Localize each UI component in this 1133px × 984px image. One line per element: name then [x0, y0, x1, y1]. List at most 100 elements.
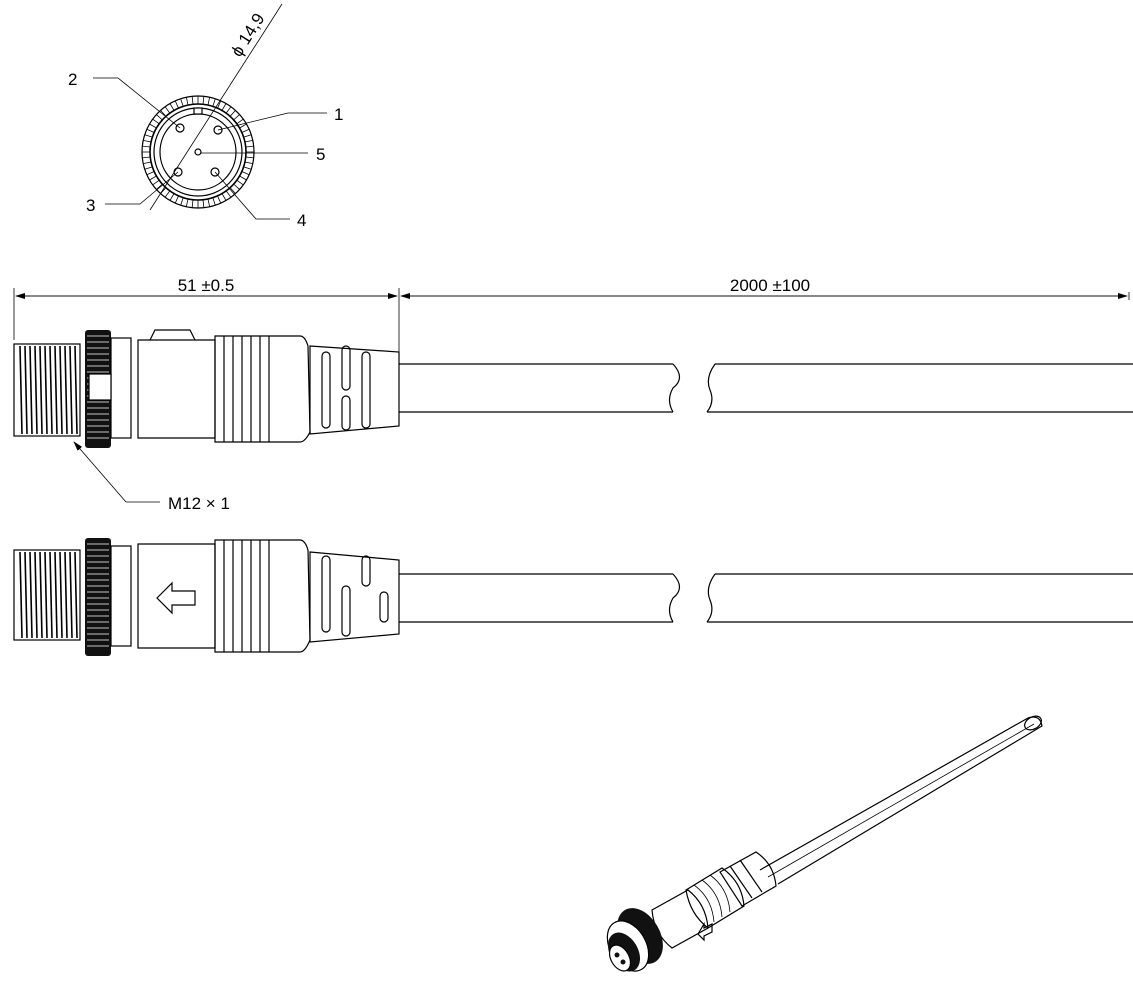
cable-break-right: [706, 363, 716, 413]
knurl-tick: [169, 193, 175, 201]
thread-line: [39, 551, 43, 639]
knurl-tick: [144, 134, 153, 138]
iso-direction-arrow-icon: [697, 921, 713, 942]
knurl-tick: [146, 171, 155, 176]
strain-relief-slot-3: [361, 555, 371, 587]
pin-1-label: 1: [334, 105, 343, 124]
knurl-tick: [229, 187, 236, 194]
iso-cable: [759, 716, 1043, 885]
strain-relief-slot-1: [321, 555, 331, 633]
thread-line: [19, 345, 23, 435]
thread-line: [54, 345, 58, 435]
cable-break-left: [668, 573, 681, 623]
iso-cable-highlight: [767, 723, 1035, 878]
thread-line: [19, 551, 23, 639]
direction-arrow-icon: [156, 581, 196, 615]
pin-2-label: 2: [68, 70, 77, 89]
iso-strain-line-1: [729, 865, 753, 899]
pin-5-contact: [194, 148, 202, 156]
ribbed-grip: [214, 539, 311, 653]
thread-line: [24, 551, 28, 639]
thread-line: [34, 345, 38, 435]
pin-5-label: 5: [316, 145, 325, 164]
knurl-tick: [233, 183, 240, 190]
pin-4-contact: [210, 167, 220, 177]
strain-relief-slot-4: [379, 591, 389, 623]
knurl-tick: [217, 100, 222, 109]
knurl-tick: [185, 198, 189, 207]
knurl-tick: [243, 134, 252, 138]
knurl-tick: [202, 96, 205, 105]
knurl-tick: [241, 128, 250, 133]
knurl-ticks: [142, 96, 254, 208]
thread-lines: [19, 345, 78, 435]
hex-flat: [88, 373, 112, 401]
knurl-tick: [191, 199, 194, 208]
strain-relief: [309, 345, 400, 435]
connector-end-view: ϕ 14,9 2 1 5 3 4: [68, 3, 343, 230]
connector-body: [137, 543, 216, 649]
knurl-tick: [207, 198, 211, 207]
thread-line: [54, 551, 58, 639]
thread-line: [74, 551, 78, 639]
knurl-tick: [152, 118, 160, 125]
knurl-tick: [221, 193, 227, 201]
thread-line: [34, 551, 38, 639]
thread-line: [64, 345, 68, 435]
iso-pin-a: [614, 952, 620, 958]
knurl-tick: [245, 145, 254, 148]
strain-relief-slot-2: [341, 585, 351, 637]
knurl-tick: [180, 197, 184, 206]
knurl-tick: [174, 100, 179, 109]
connector-length-label: 51 ±0.5: [178, 276, 235, 295]
strain-relief-slot-2: [341, 345, 351, 391]
knurl-tick: [164, 190, 171, 198]
thread-line: [44, 551, 48, 639]
thread-line: [59, 345, 63, 435]
knurl-tick: [212, 98, 216, 107]
knurl-tick: [236, 118, 244, 125]
thread-line: [29, 345, 33, 435]
knurl-tick: [180, 98, 184, 107]
knurl-tick: [239, 175, 247, 181]
connector-side-view-bottom: [13, 538, 1133, 656]
knurl-tick: [233, 114, 240, 121]
thread-line: [49, 551, 53, 639]
knurl-tick: [221, 103, 227, 111]
length-dimensions: 51 ±0.5 2000 ±100: [13, 276, 1130, 365]
knurl-tick: [149, 123, 157, 129]
knurl-tick: [143, 139, 152, 143]
pin-3-leader: [105, 171, 179, 205]
connector-side-view-top: M12 × 1: [13, 329, 1133, 513]
knurl-tick: [212, 197, 216, 206]
knurl-tick: [245, 156, 254, 159]
knurl-tick: [164, 106, 171, 114]
knurl-tick: [225, 190, 232, 198]
knurl-tick: [229, 110, 236, 117]
thread-line: [69, 551, 73, 639]
pin-2-contact: [175, 123, 185, 133]
knurl-tick: [225, 106, 232, 114]
cable-break-right: [706, 573, 716, 623]
strain-relief: [309, 551, 400, 643]
latch-tab: [149, 329, 196, 341]
knurl-tick: [185, 97, 189, 106]
ribbed-grip: [214, 335, 311, 443]
cable-break-left: [668, 363, 681, 413]
knurl-tick: [152, 179, 160, 186]
coupling-ring: [149, 103, 247, 201]
knurl-tick: [244, 139, 253, 143]
knurl-tick: [156, 183, 163, 190]
knurl-tick: [241, 171, 250, 176]
cable-length-label: 2000 ±100: [730, 276, 810, 295]
iso-strain-relief: [719, 851, 777, 907]
knurl-tick: [142, 145, 151, 148]
insert-face: [159, 113, 237, 191]
pin-3-label: 3: [86, 196, 95, 215]
knurl-tick: [191, 96, 194, 105]
connector-body: [137, 339, 216, 439]
thread-callout-label: M12 × 1: [168, 494, 230, 513]
knurl-tick: [244, 161, 253, 165]
knurl-tick: [149, 175, 157, 181]
